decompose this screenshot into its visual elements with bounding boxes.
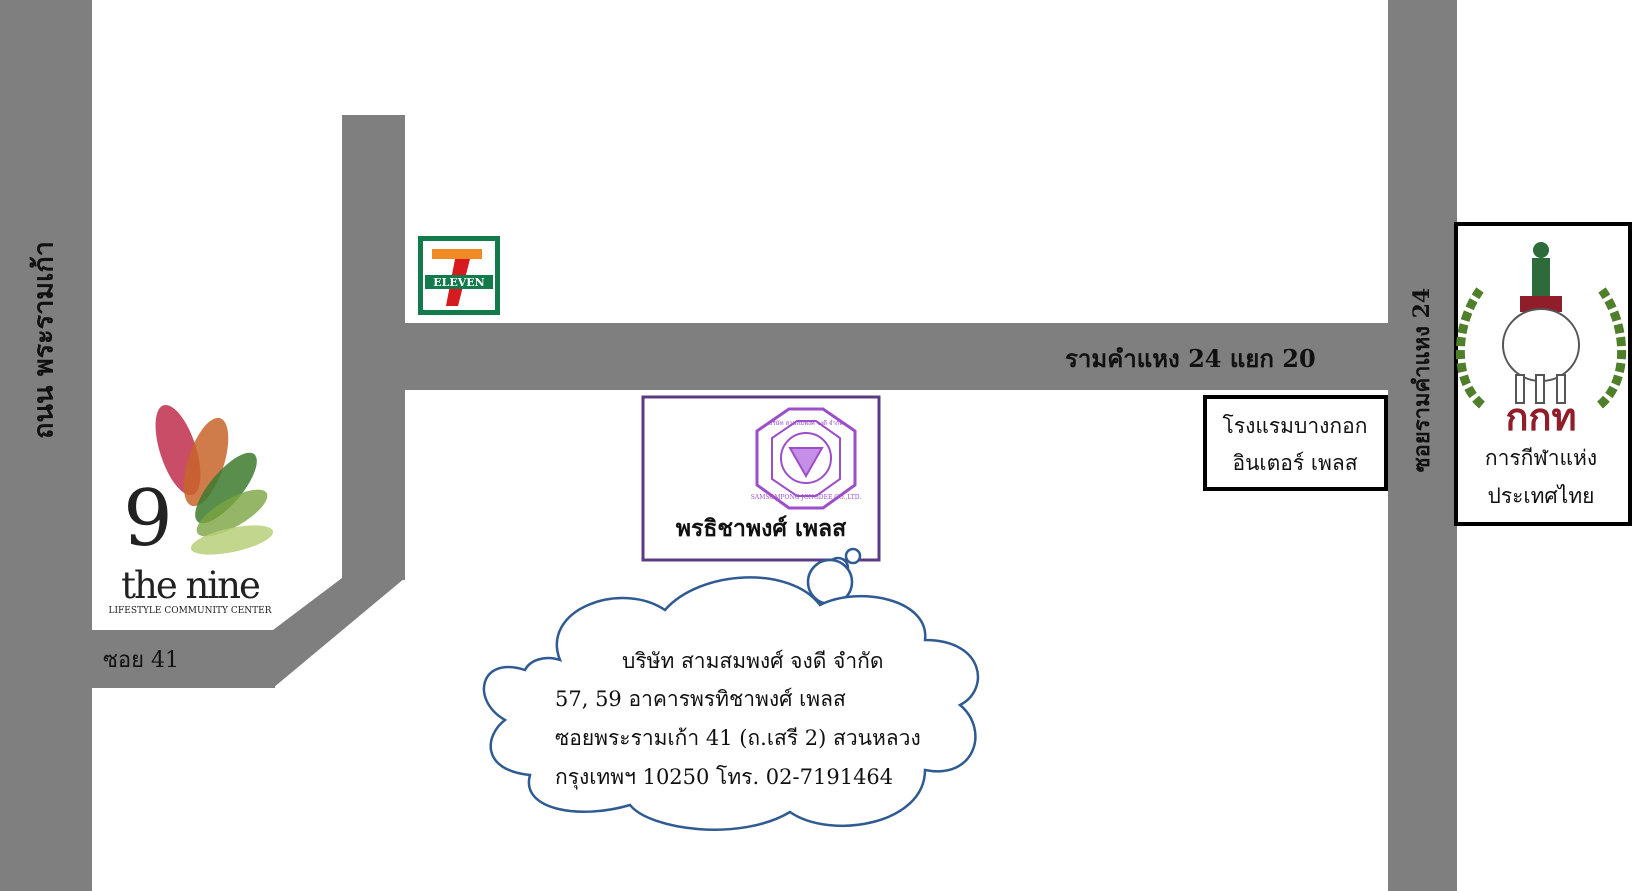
the-nine-tagline: LIFESTYLE COMMUNITY CENTER — [108, 606, 271, 616]
roads — [0, 0, 1457, 891]
company-seal-icon: บริษัท สามสมพงศ์ จงดี จำกัด SAMSOMPONG J… — [751, 407, 862, 510]
road-soi41-diagonal — [273, 578, 405, 688]
road-rama9 — [0, 0, 92, 891]
road-ramkhamhaeng24-20 — [405, 323, 1388, 390]
road-label-soi41: ซอย 41 — [103, 648, 179, 673]
address-bubble: บริษัท สามสมพงศ์ จงดี จำกัด 57, 59 อาคาร… — [482, 547, 980, 831]
the-nine-name: the nine — [121, 564, 260, 607]
road-label-cross-street: รามคำแหง 24 แยก 20 — [1065, 344, 1316, 373]
road-soi41-stub — [92, 630, 275, 688]
destination-box: บริษัท สามสมพงศ์ จงดี จำกัด SAMSOMPONG J… — [641, 395, 881, 562]
seven-eleven-brand-text: ELEVEN — [433, 276, 484, 289]
road-label-rama9: ถนน พระรามเก้า — [29, 241, 60, 439]
road-soi-ramkhamhaeng24 — [1388, 0, 1457, 891]
address-line3: ซอยพระรามเก้า 41 (ถ.เสรี 2) สวนหลวง — [555, 726, 921, 750]
hotel-name-line2: อินเตอร์ เพลส — [1232, 451, 1357, 475]
road-soi41-vertical — [342, 115, 405, 580]
address-line2: 57, 59 อาคารพรทิชาพงศ์ เพลส — [555, 687, 846, 711]
address-cloud-shape — [482, 576, 980, 831]
seal-top-text: บริษัท สามสมพงศ์ จงดี จำกัด — [769, 419, 844, 427]
hotel-box: โรงแรมบางกอก อินเตอร์ เพลส — [1203, 395, 1388, 491]
sports-authority-emblem-icon: กกท — [1455, 242, 1627, 439]
sports-authority-name-line2: ประเทศไทย — [1488, 484, 1595, 508]
hotel-name-line1: โรงแรมบางกอก — [1223, 414, 1368, 438]
destination-name: พรธิชาพงศ์ เพลส — [676, 515, 847, 542]
sports-authority-logo-text: กกท — [1505, 394, 1576, 439]
address-line4: กรุงเทพฯ 10250 โทร. 02-7191464 — [555, 765, 893, 790]
sports-authority-name-line1: การกีฬาแห่ง — [1485, 446, 1597, 470]
sports-authority-box: กกท การกีฬาแห่ง ประเทศไทย — [1454, 222, 1632, 526]
seven-eleven-logo-icon: ELEVEN — [418, 236, 500, 315]
the-nine-leaf-logo-icon: 9 the nine LIFESTYLE COMMUNITY CENTER — [108, 404, 274, 616]
the-nine-number: 9 — [123, 474, 173, 564]
address-line1: บริษัท สามสมพงศ์ จงดี จำกัด — [622, 649, 884, 673]
seal-bottom-text: SAMSOMPONG JONGDEE CO.,LTD. — [751, 494, 862, 501]
road-label-right-soi: ซอยรามคำแหง 24 — [1409, 288, 1435, 472]
